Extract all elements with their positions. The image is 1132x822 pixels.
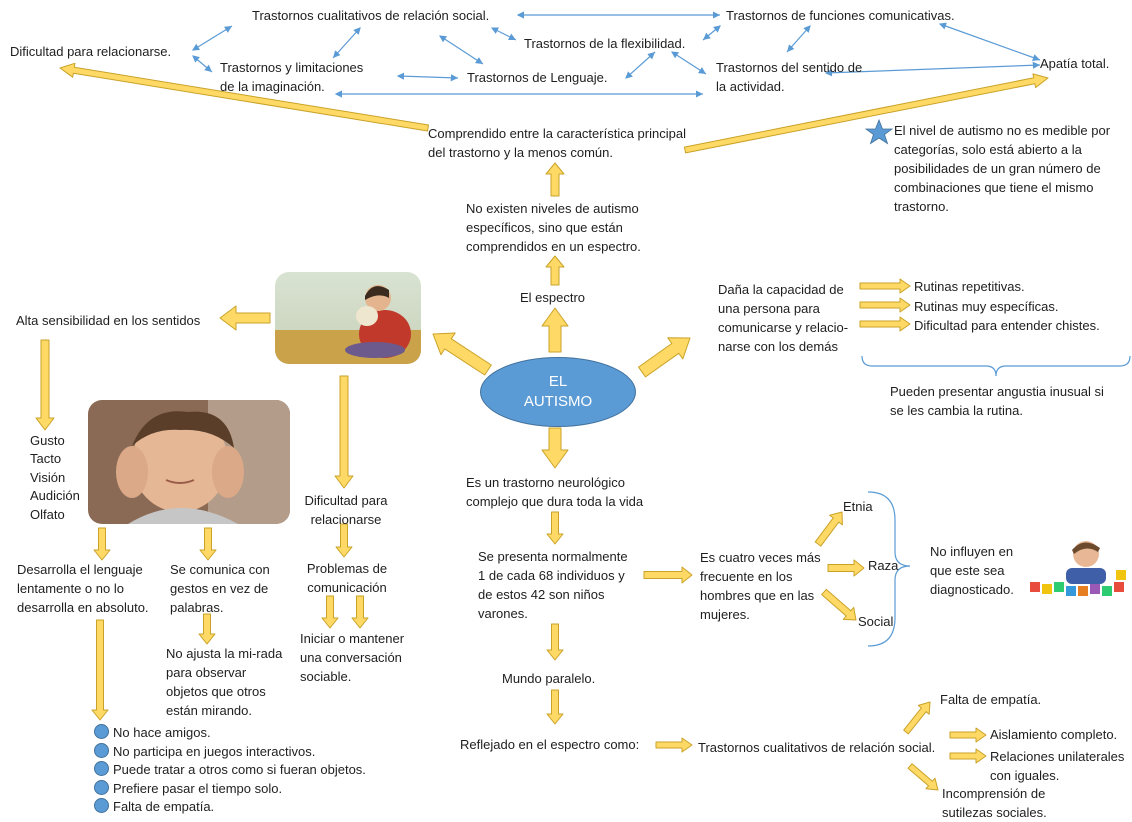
photo-child-sitting	[275, 272, 421, 364]
note-medible: El nivel de autismo no es medible por ca…	[894, 123, 1111, 214]
node-mundo: Mundo paralelo.	[502, 671, 596, 686]
block-arrow	[827, 559, 865, 577]
node-incomprension: Incomprensión de sutilezas sociales.	[942, 786, 1047, 820]
list-item: No hace amigos.	[94, 724, 366, 743]
bullet-dot-icon	[94, 798, 109, 814]
list-item: No participa en juegos interactivos.	[94, 742, 366, 762]
node-funciones: Trastornos de funciones comunicativas.	[726, 8, 955, 23]
sense-item: Tacto	[30, 451, 62, 467]
block-arrow	[814, 511, 843, 547]
block-arrow	[545, 162, 565, 197]
block-arrow	[91, 619, 109, 721]
node-reflejado: Reflejado en el espectro como:	[460, 737, 640, 752]
node-apatia: Apatía total.	[1040, 56, 1110, 71]
block-arrow	[949, 727, 987, 743]
node-rutina-3: Dificultad para entender chistes.	[914, 318, 1100, 333]
block-arrow	[432, 332, 492, 376]
node-presenta: Se presenta normalmente 1 de cada 68 ind…	[478, 549, 628, 621]
bullet-list: No hace amigos. No participa en juegos i…	[94, 724, 366, 817]
node-flexibilidad: Trastornos de la flexibilidad.	[524, 36, 686, 51]
block-arrow	[655, 737, 693, 753]
node-niveles: No existen niveles de autismo específico…	[466, 201, 641, 254]
node-dana: Daña la capacidad de una persona para co…	[718, 282, 849, 354]
star-icon	[864, 118, 894, 145]
list-item: Puede tratar a otros como si fueran obje…	[94, 761, 366, 780]
node-dificultad-left: Dificultad para relacionarse	[304, 493, 388, 527]
node-mirada: No ajusta la mi-rada para observar objet…	[166, 646, 283, 718]
factor-etnia: Etnia	[843, 499, 873, 514]
node-neurologico: Es un trastorno neurológico complejo que…	[466, 475, 644, 509]
node-dificultad-top: Dificultad para relacionarse.	[10, 44, 172, 59]
bullet-dot-icon	[94, 742, 109, 758]
block-arrow	[545, 255, 565, 286]
block-arrow	[321, 595, 339, 629]
list-item: Prefiere pasar el tiempo solo.	[94, 779, 366, 799]
node-problemas: Problemas de comunicación	[306, 561, 388, 595]
senses-list: Gusto Tacto Visión Audición Olfato	[30, 432, 80, 524]
node-no-influyen: No influyen en que este sea diagnosticad…	[930, 544, 1014, 597]
node-comprendido: Comprendido entre la característica prin…	[428, 126, 686, 160]
block-arrow	[541, 307, 569, 353]
block-arrow	[643, 566, 693, 584]
node-cualitativos-bottom: Trastornos cualitativos de relación soci…	[698, 740, 936, 755]
node-rutina-2: Rutinas muy específicas.	[914, 299, 1059, 314]
block-arrow	[859, 316, 911, 332]
block-arrow	[546, 689, 564, 725]
node-falta: Falta de empatía.	[940, 692, 1042, 707]
sense-item: Gusto	[30, 433, 65, 448]
center-node-autismo: EL AUTISMO	[480, 357, 636, 427]
sense-item: Audición	[30, 488, 80, 504]
center-line-2: AUTISMO	[523, 393, 593, 410]
node-gestos: Se comunica con gestos en vez de palabra…	[170, 562, 270, 615]
block-arrow	[903, 701, 931, 735]
node-sentido: Trastornos del sentido de la actividad.	[716, 60, 863, 94]
node-cualitativos-top: Trastornos cualitativos de relación soci…	[252, 8, 490, 23]
node-aislamiento: Aislamiento completo.	[990, 727, 1118, 742]
block-arrow	[907, 763, 939, 791]
node-relaciones: Relaciones unilaterales con iguales.	[990, 749, 1125, 783]
photo-child-blocks	[1026, 532, 1130, 604]
list-item: Falta de empatía.	[94, 798, 366, 817]
brace-right	[861, 355, 1131, 377]
block-arrow	[546, 511, 564, 545]
sense-item: Visión	[30, 469, 66, 485]
block-arrow	[949, 748, 987, 764]
block-arrow	[219, 305, 271, 331]
node-cuatro: Es cuatro veces más frecuente en los hom…	[700, 550, 821, 622]
node-sensibilidad: Alta sensibilidad en los sentidos	[16, 313, 201, 328]
bullet-dot-icon	[94, 724, 109, 739]
block-arrow	[859, 278, 911, 294]
block-arrow	[35, 339, 55, 431]
block-arrow	[638, 337, 691, 378]
bullet-dot-icon	[94, 761, 109, 777]
bullet-dot-icon	[94, 779, 109, 795]
block-arrow	[351, 595, 369, 629]
node-iniciar: Iniciar o mantener una conversación soci…	[300, 631, 405, 684]
block-arrow	[546, 623, 564, 661]
node-rutina-1: Rutinas repetitivas.	[914, 279, 1025, 294]
node-lenguaje-lento: Desarrolla el lenguaje lentamente o no l…	[17, 562, 149, 615]
block-arrow	[198, 613, 216, 645]
photo-child-covering-ears	[88, 400, 290, 524]
block-arrow	[859, 297, 911, 313]
node-angustia: Pueden presentar angustia inusual si se …	[890, 384, 1104, 418]
factor-social: Social	[858, 614, 894, 629]
sense-item: Olfato	[30, 506, 65, 522]
center-line-1: EL	[548, 373, 568, 390]
block-arrow	[93, 527, 111, 561]
node-lenguaje-top: Trastornos de Lenguaje.	[467, 70, 608, 85]
node-imaginacion: Trastornos y limitaciones de la imaginac…	[220, 60, 364, 94]
block-arrow	[541, 427, 569, 469]
node-espectro: El espectro	[520, 290, 586, 305]
block-arrow	[334, 375, 354, 489]
factor-raza: Raza	[868, 558, 899, 573]
block-arrow	[199, 527, 217, 561]
